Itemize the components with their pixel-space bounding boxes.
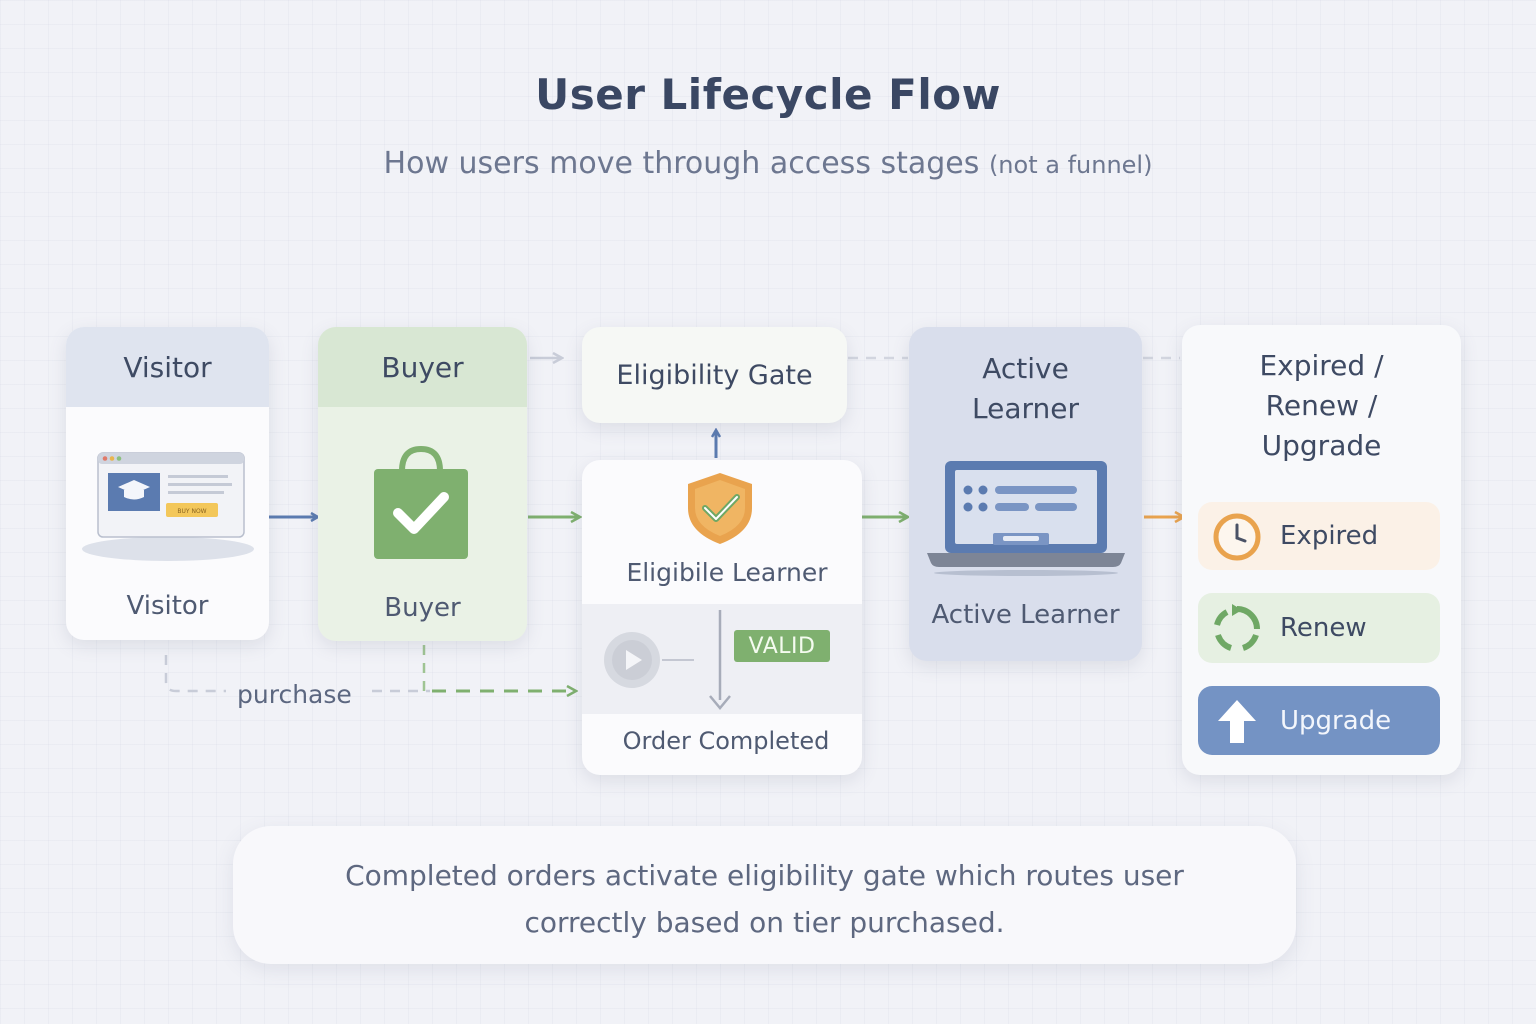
note-line1: Completed orders activate eligibility ga… <box>345 859 1184 892</box>
shopping-bag-check-icon <box>374 445 468 559</box>
valid-badge: VALID <box>734 630 830 662</box>
stage-card-visitor: Visitor BUY NOW Visitor <box>66 327 269 640</box>
eligibility-gate-label: Eligibility Gate <box>616 359 813 391</box>
active-learner-header-line2: Learner <box>972 392 1079 425</box>
purchase-edge-label: purchase <box>237 680 352 709</box>
note-line2: correctly based on tier purchased. <box>524 906 1005 939</box>
clock-icon <box>1213 513 1261 561</box>
buyer-footer: Buyer <box>384 593 461 623</box>
order-completed-label: Order Completed <box>622 727 830 755</box>
upgrade-label: Upgrade <box>1280 705 1392 736</box>
stage-card-buyer: Buyer Buyer <box>318 327 527 641</box>
outcomes-header-line1: Expired / <box>1259 349 1384 382</box>
expired-status: Expired <box>1198 502 1440 570</box>
expired-label: Expired <box>1280 521 1379 551</box>
arrow-up-icon <box>1218 700 1256 743</box>
eligibility-gate-card: Eligibility Gate <box>582 327 847 423</box>
order-validation-graphic <box>604 610 731 710</box>
diagram-title: User Lifecycle Flow <box>535 70 1001 119</box>
refresh-icon <box>1214 604 1260 651</box>
subtitle-note: (not a funnel) <box>988 151 1153 179</box>
note-text: Completed orders activate eligibility ga… <box>233 852 1296 946</box>
stage-card-active-learner: Active Learner Active Learner <box>909 327 1142 661</box>
renew-label: Renew <box>1280 613 1367 643</box>
visitor-footer: Visitor <box>126 591 209 621</box>
buyer-header: Buyer <box>318 327 527 407</box>
dashed-purchase-from-visitor <box>164 655 226 693</box>
renew-status: Renew <box>1198 593 1440 663</box>
subtitle-main: How users move through access stages <box>383 146 980 181</box>
diagram-subtitle: How users move through access stages (no… <box>0 146 1536 181</box>
website-mockup-icon: BUY NOW <box>82 452 254 561</box>
active-learner-header: Active Learner <box>909 327 1142 451</box>
laptop-icon <box>927 461 1125 576</box>
note-box <box>233 826 1296 964</box>
outcomes-header-line3: Upgrade <box>1261 429 1382 462</box>
outcomes-header: Expired / Renew / Upgrade <box>1182 346 1461 466</box>
shield-check-icon <box>688 473 752 544</box>
active-learner-header-line1: Active <box>982 352 1069 385</box>
upgrade-button[interactable]: Upgrade <box>1198 686 1440 755</box>
mockup-buy-button: BUY NOW <box>177 508 206 515</box>
active-learner-footer: Active Learner <box>931 600 1120 630</box>
eligible-learner-label: Eligibile Learner <box>626 558 828 587</box>
outcomes-header-line2: Renew / <box>1265 389 1378 422</box>
visitor-header: Visitor <box>66 327 269 407</box>
